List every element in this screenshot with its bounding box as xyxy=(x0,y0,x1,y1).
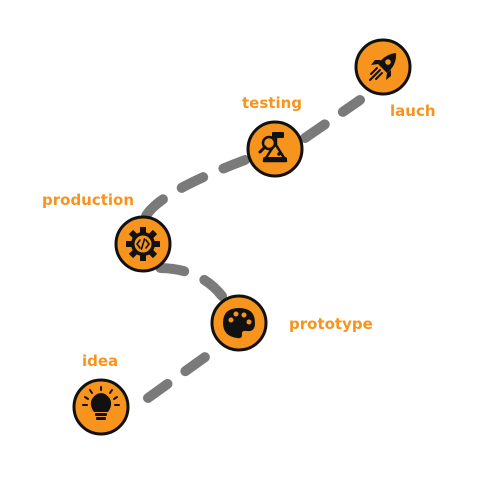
stage-labels: idea prototype production testing lauch xyxy=(42,94,436,370)
palette-icon xyxy=(223,308,255,339)
stage-circle-testing xyxy=(246,120,304,178)
stage-label-production: production xyxy=(42,191,134,209)
path-segment-production-testing xyxy=(141,155,250,221)
lightbulb-icon xyxy=(82,386,120,420)
stage-label-launch: lauch xyxy=(390,102,436,120)
path-segment-prototype-production xyxy=(153,263,227,301)
stage-node-idea xyxy=(72,378,130,436)
code-gear-icon xyxy=(126,227,160,261)
lab-testing-icon xyxy=(258,132,288,163)
stage-label-prototype: prototype xyxy=(289,315,373,333)
stage-node-production xyxy=(114,215,172,273)
stage-node-prototype xyxy=(210,294,268,352)
stage-node-testing xyxy=(246,120,304,178)
path-segment-idea-prototype xyxy=(143,347,217,403)
stage-node-launch xyxy=(354,38,412,96)
path-segment-testing-launch xyxy=(300,95,365,143)
stage-nodes xyxy=(72,38,412,436)
stage-label-testing: testing xyxy=(242,94,302,112)
rocket-icon xyxy=(369,53,397,81)
stage-label-idea: idea xyxy=(82,352,118,370)
dashed-path xyxy=(141,95,365,403)
